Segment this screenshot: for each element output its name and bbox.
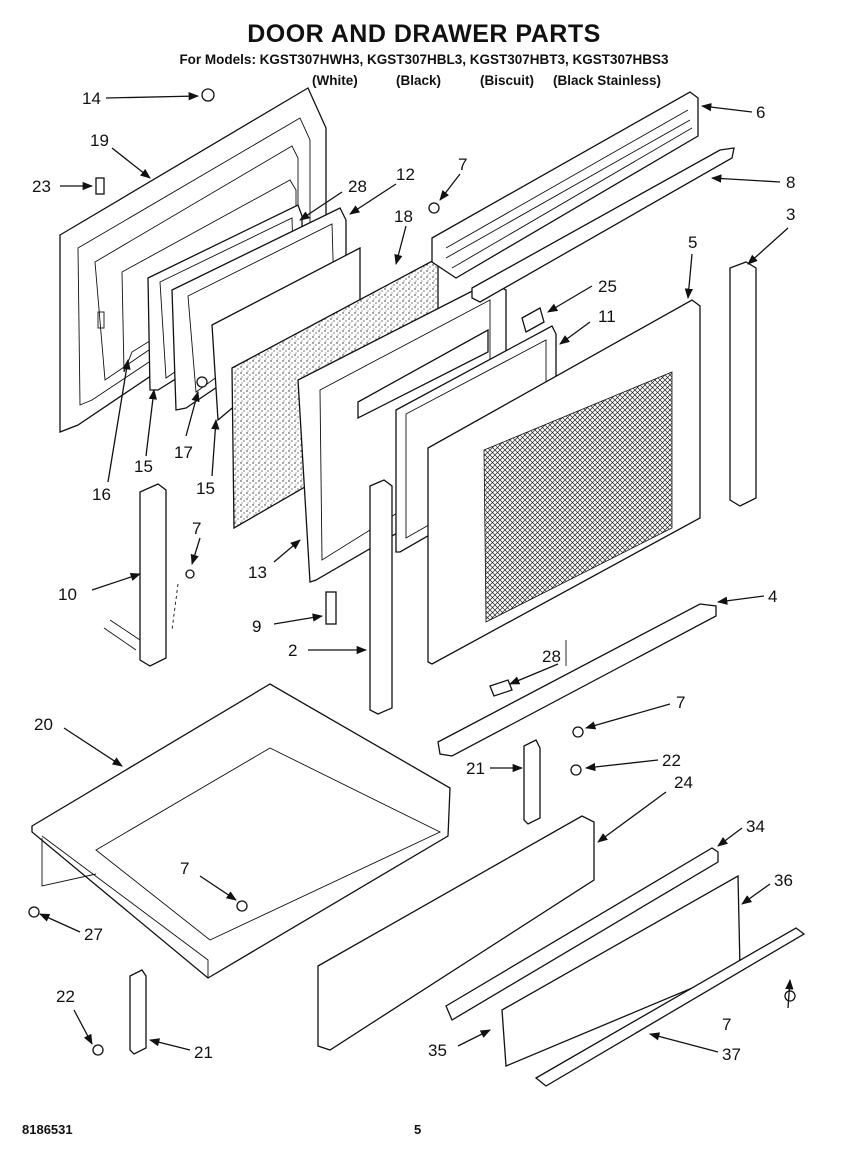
callout-35: 35 — [428, 1041, 447, 1060]
door-handle-part — [471, 147, 735, 303]
screw-7d — [236, 900, 248, 912]
callout-37: 37 — [722, 1045, 741, 1064]
callout-7-drawer-trim: 7 — [722, 1015, 731, 1034]
callout-21-lower: 21 — [194, 1043, 213, 1062]
finish-black: (Black) — [396, 73, 442, 88]
callout-15-left: 15 — [134, 457, 153, 476]
callout-14: 14 — [82, 89, 101, 108]
door-hinge-channel-left-part — [103, 483, 167, 667]
callout-2: 2 — [288, 641, 297, 660]
callout-21-upper: 21 — [466, 759, 485, 778]
drawer-body-part — [31, 683, 451, 979]
callout-15-right: 15 — [196, 479, 215, 498]
drawer-top-trim-part — [445, 847, 719, 1021]
callout-12: 12 — [396, 165, 415, 184]
callout-11: 11 — [598, 307, 616, 326]
callout-9: 9 — [252, 617, 261, 636]
callout-6: 6 — [756, 103, 765, 122]
page-title: DOOR AND DRAWER PARTS — [247, 20, 601, 48]
callout-19: 19 — [90, 131, 109, 150]
callout-7-trim: 7 — [676, 693, 685, 712]
model-list: For Models: KGST307HWH3, KGST307HBL3, KG… — [179, 52, 669, 67]
callout-17: 17 — [174, 443, 193, 462]
callout-16: 16 — [92, 485, 111, 504]
callout-20: 20 — [34, 715, 53, 734]
screw-7a — [428, 202, 440, 214]
callout-24: 24 — [674, 773, 693, 792]
leader-lines — [39, 92, 794, 1053]
callout-7-drawer: 7 — [180, 859, 189, 878]
callout-23: 23 — [32, 177, 51, 196]
callout-4: 4 — [768, 587, 777, 606]
door-bumper-14 — [201, 88, 215, 102]
finish-black-stainless: (Black Stainless) — [553, 73, 662, 88]
callout-27: 27 — [84, 925, 103, 944]
screw-7b — [185, 569, 195, 579]
door-hinge-channel-right-part — [369, 479, 393, 715]
trim-clip-part — [489, 679, 513, 697]
callout-labels: 14 19 23 28 12 7 6 8 3 18 5 25 11 16 15 … — [32, 89, 795, 1064]
callout-13: 13 — [248, 563, 267, 582]
door-top-trim-part — [431, 91, 699, 279]
door-window-mesh-part — [483, 371, 673, 623]
handle-clip-part — [521, 307, 545, 333]
screw-fasteners — [28, 88, 796, 1056]
screw-17 — [196, 376, 208, 388]
drawer-front-part — [317, 815, 595, 1051]
callout-5: 5 — [688, 233, 697, 252]
screw-7c — [572, 726, 584, 738]
callout-25: 25 — [598, 277, 617, 296]
finish-biscuit: (Biscuit) — [480, 73, 534, 88]
callout-3: 3 — [786, 205, 795, 224]
callout-10: 10 — [58, 585, 77, 604]
callout-34: 34 — [746, 817, 765, 836]
drawer-slide-upper-part — [523, 739, 541, 825]
door-stop-23 — [95, 177, 105, 195]
screw-22b — [92, 1044, 104, 1056]
drawer-slide-lower-part — [129, 969, 147, 1055]
callout-36: 36 — [774, 871, 793, 890]
door-spacer-part — [325, 591, 337, 625]
callout-22-upper: 22 — [662, 751, 681, 770]
callout-22-lower: 22 — [56, 987, 75, 1006]
door-bottom-trim-part — [437, 603, 717, 757]
callout-18: 18 — [394, 207, 413, 226]
page-number: 5 — [414, 1122, 422, 1137]
callout-8: 8 — [786, 173, 795, 192]
door-side-channel-right-part — [729, 261, 757, 507]
callout-7-top: 7 — [458, 155, 467, 174]
document-number: 8186531 — [22, 1122, 73, 1137]
screw-27 — [28, 906, 40, 918]
screw-22a — [570, 764, 582, 776]
callout-7-hinge: 7 — [192, 519, 201, 538]
callout-28-top: 28 — [348, 177, 367, 196]
screw-7e — [784, 990, 796, 1002]
drawer-bottom-trim-part — [534, 927, 806, 1087]
callout-28-bottom: 28 — [542, 647, 561, 666]
finish-white: (White) — [312, 73, 358, 88]
